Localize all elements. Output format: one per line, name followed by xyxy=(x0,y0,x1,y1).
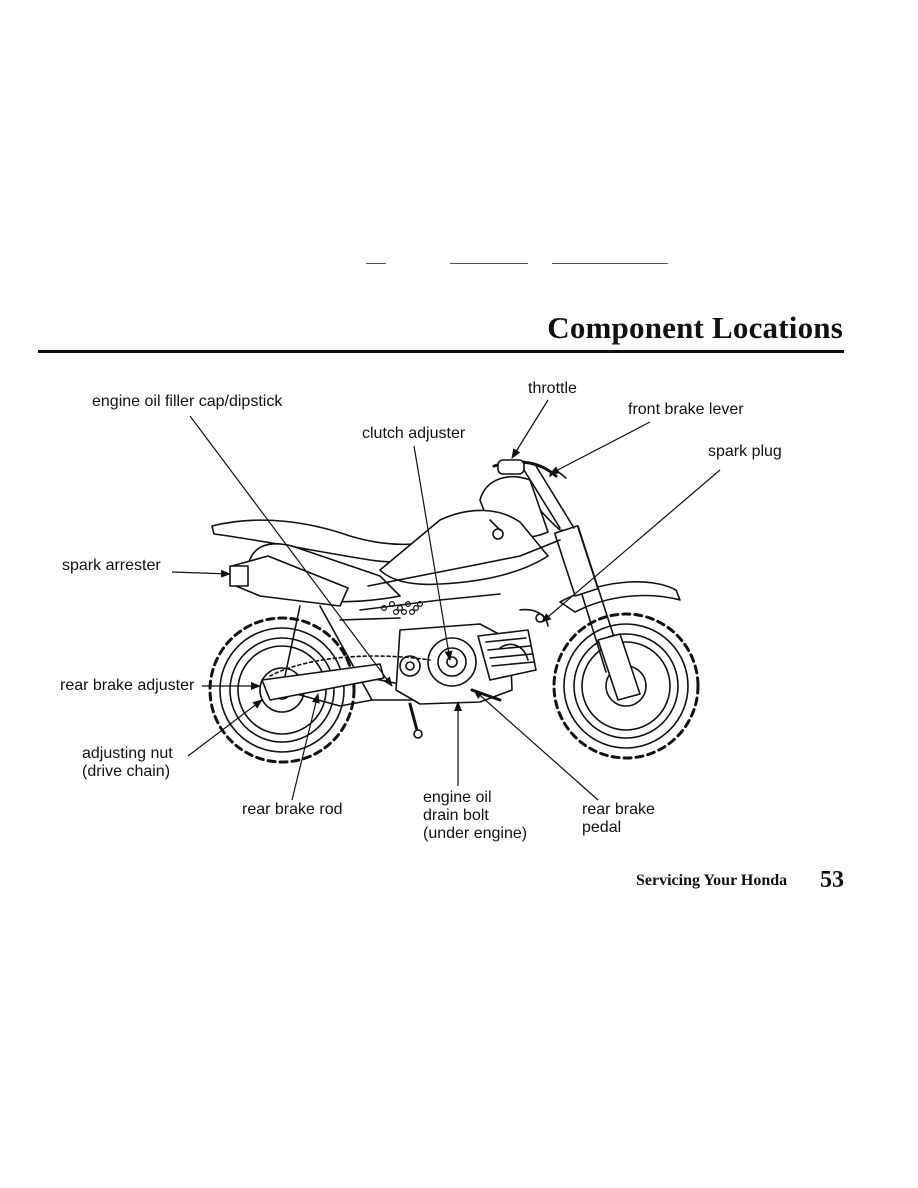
label-oil-filler: engine oil filler cap/dipstick xyxy=(92,393,283,410)
fuel-tank xyxy=(379,509,549,586)
heat-shield-holes xyxy=(381,600,424,615)
label-rear-brake-pedal: rear brake pedal xyxy=(582,801,655,837)
leader-clutch-adjuster xyxy=(413,445,453,661)
front-fork xyxy=(553,525,641,701)
leader-spark-arrester xyxy=(171,569,231,578)
leader-spark-plug xyxy=(541,469,721,623)
label-adjusting-nut-line1: adjusting nut xyxy=(82,745,173,762)
label-drain-bolt-line3: (under engine) xyxy=(423,825,528,842)
label-drain-bolt-line2: drain bolt xyxy=(423,807,489,824)
scan-mark xyxy=(450,263,528,264)
scan-mark xyxy=(366,263,386,264)
front-wheel xyxy=(552,612,700,760)
label-rear-brake-pedal-line2: pedal xyxy=(582,819,622,836)
engine xyxy=(395,623,537,705)
leader-front-brake-lever xyxy=(549,421,651,475)
label-adjusting-nut-line2: (drive chain) xyxy=(82,763,171,780)
leader-rear-brake-pedal xyxy=(473,689,599,801)
footpeg xyxy=(408,702,420,736)
motorcycle-illustration xyxy=(208,459,700,764)
label-rear-brake-pedal-line1: rear brake xyxy=(582,801,655,818)
page-number: 53 xyxy=(820,867,844,893)
page-title: Component Locations xyxy=(547,310,843,345)
muffler xyxy=(229,555,349,607)
leader-rear-brake-rod xyxy=(291,693,320,801)
label-rear-brake-adjuster: rear brake adjuster xyxy=(60,677,195,694)
title-rule xyxy=(38,350,844,353)
swing-arm xyxy=(261,663,385,701)
leader-throttle xyxy=(511,399,549,459)
label-drain-bolt: engine oil drain bolt (under engine) xyxy=(423,789,527,843)
label-spark-arrester: spark arrester xyxy=(62,557,161,574)
leader-lines xyxy=(171,399,721,801)
label-adjusting-nut: adjusting nut (drive chain) xyxy=(82,745,173,781)
scan-mark xyxy=(552,263,668,264)
footer-section-title: Servicing Your Honda xyxy=(636,872,788,889)
drive-chain xyxy=(269,655,431,677)
label-rear-brake-rod: rear brake rod xyxy=(242,801,343,818)
label-throttle: throttle xyxy=(528,380,577,397)
label-front-brake-lever: front brake lever xyxy=(628,401,744,418)
leader-adjusting-nut xyxy=(187,699,263,757)
label-spark-plug: spark plug xyxy=(708,443,782,460)
label-drain-bolt-line1: engine oil xyxy=(423,789,492,806)
leader-oil-filler xyxy=(189,415,393,687)
label-clutch-adjuster: clutch adjuster xyxy=(362,425,466,442)
